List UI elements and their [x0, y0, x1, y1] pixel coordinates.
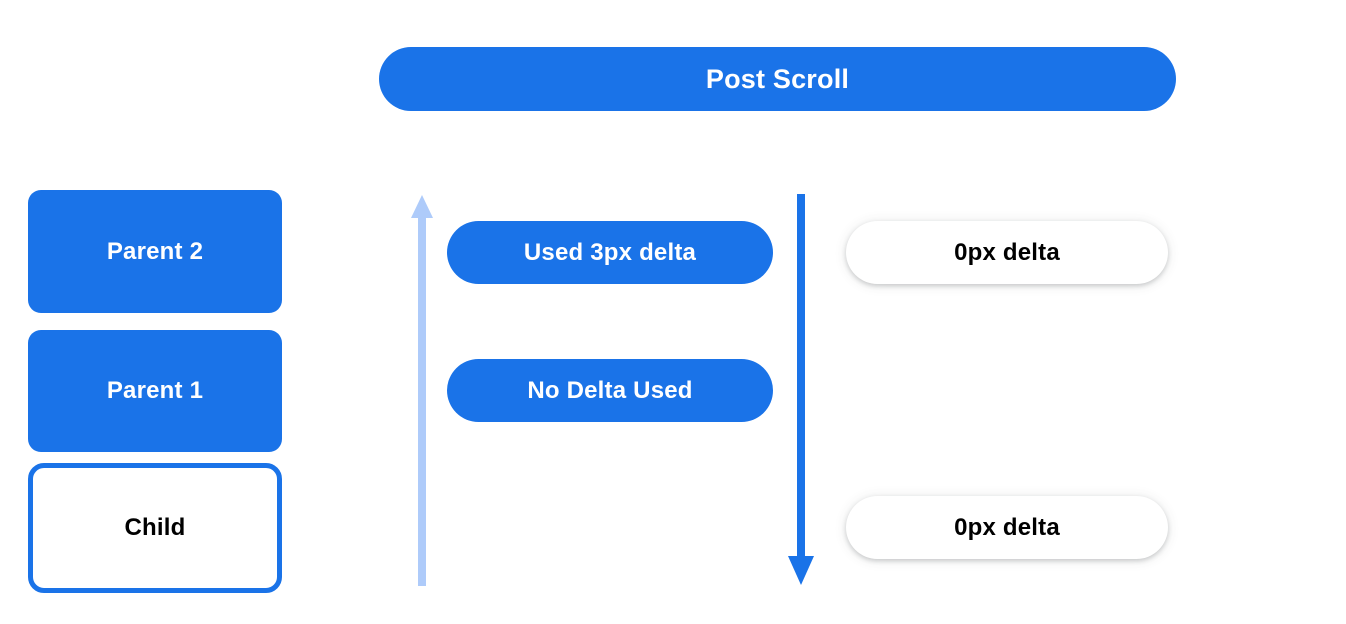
node-parent-2-label: Parent 2 — [106, 237, 204, 265]
pill-zero-delta-top: 0px delta — [846, 221, 1168, 284]
arrow-up-icon — [411, 195, 433, 586]
node-child: Child — [28, 463, 282, 593]
node-parent-2: Parent 2 — [28, 190, 282, 313]
pill-no-delta-used-label: No Delta Used — [527, 376, 693, 404]
pill-zero-delta-bottom: 0px delta — [846, 496, 1168, 559]
banner-title: Post Scroll — [705, 63, 850, 94]
scroll-down-arrow — [778, 188, 824, 592]
node-child-label: Child — [124, 514, 186, 541]
arrow-down-icon — [788, 194, 814, 585]
post-scroll-banner: Post Scroll — [379, 47, 1176, 111]
pill-no-delta-used: No Delta Used — [447, 359, 773, 422]
node-parent-1-label: Parent 1 — [106, 377, 204, 404]
pill-zero-delta-top-label: 0px delta — [954, 238, 1060, 266]
node-parent-1: Parent 1 — [28, 330, 282, 452]
pill-used-delta-label: Used 3px delta — [523, 238, 697, 266]
pill-used-delta: Used 3px delta — [447, 221, 773, 284]
scroll-up-arrow — [399, 188, 445, 592]
pill-zero-delta-bottom-label: 0px delta — [954, 513, 1060, 541]
